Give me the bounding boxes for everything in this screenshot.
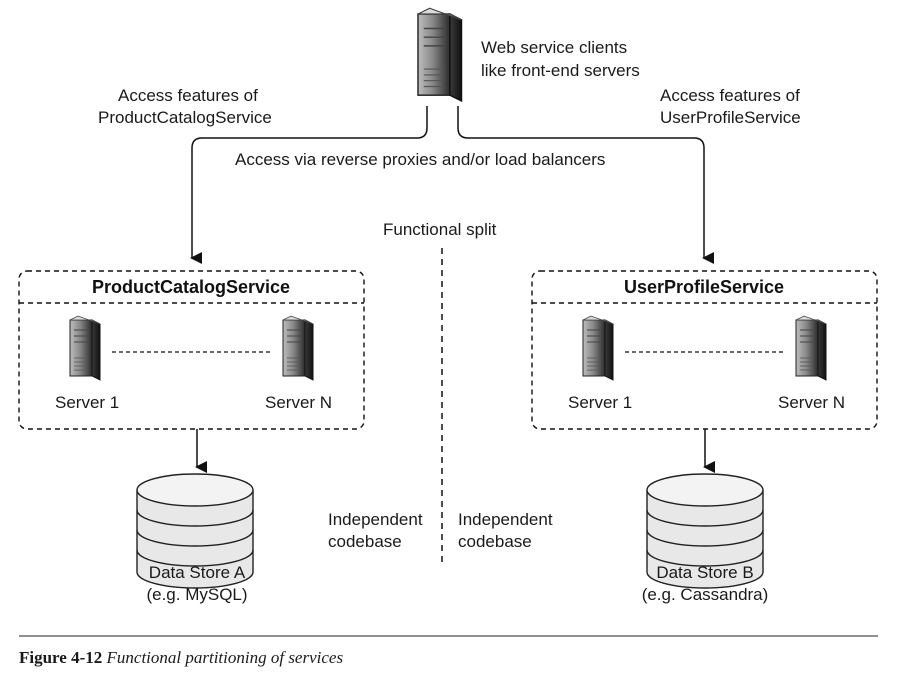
service-box: [18, 270, 365, 430]
codebase-label-line2: codebase: [328, 532, 402, 551]
service-title: ProductCatalogService: [92, 277, 290, 297]
server-1-icon: [582, 315, 614, 381]
proxy-label: Access via reverse proxies and/or load b…: [235, 150, 605, 169]
server-n-icon: [795, 315, 827, 381]
access-right-line2: UserProfileService: [660, 108, 801, 127]
data-store-label-line1: Data Store B: [656, 563, 753, 582]
right-access-connector: [457, 106, 714, 264]
data-store-label-line1: Data Store A: [149, 563, 246, 582]
data-store-label-line2: (e.g. MySQL): [146, 585, 247, 604]
codebase-label-line2: codebase: [458, 532, 532, 551]
codebase-label-line1: Independent: [458, 510, 553, 529]
access-left-line2: ProductCatalogService: [98, 108, 272, 127]
functional-split-label: Functional split: [383, 220, 497, 239]
server-1-label: Server 1: [55, 393, 119, 412]
server-n-label: Server N: [778, 393, 845, 412]
server-1-label: Server 1: [568, 393, 632, 412]
client-label-line1: Web service clients: [481, 38, 627, 57]
access-left-line1: Access features of: [118, 86, 258, 105]
figure-caption-text: Functional partitioning of services: [106, 648, 344, 667]
codebase-label-line1: Independent: [328, 510, 423, 529]
figure-caption: Figure 4-12 Functional partitioning of s…: [19, 648, 343, 668]
service-title: UserProfileService: [624, 277, 784, 297]
server-1-icon: [69, 315, 101, 381]
product-catalog-service: ProductCatalogService Server 1 Server N …: [18, 270, 423, 604]
figure-number: Figure 4-12: [19, 648, 103, 667]
user-profile-service: UserProfileService Server 1 Server N Dat…: [458, 270, 878, 604]
left-access-connector: [190, 106, 428, 264]
access-right-line1: Access features of: [660, 86, 800, 105]
server-n-icon: [282, 315, 314, 381]
server-n-label: Server N: [265, 393, 332, 412]
data-store-label-line2: (e.g. Cassandra): [642, 585, 769, 604]
client-label-line2: like front-end servers: [481, 61, 640, 80]
client-server-icon: [417, 7, 463, 102]
